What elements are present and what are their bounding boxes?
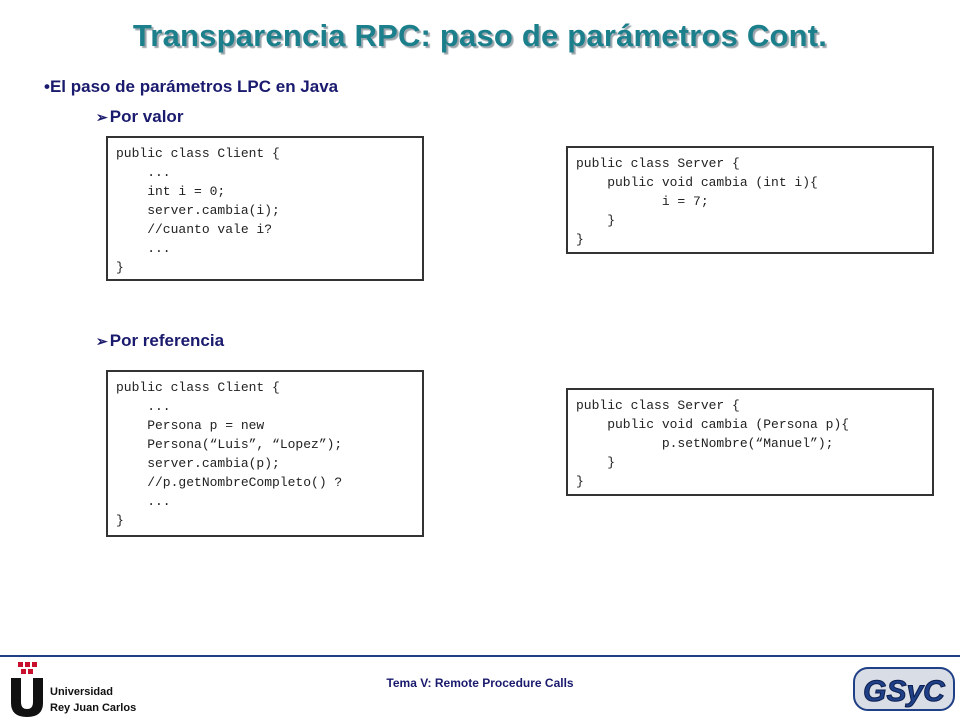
urjc-logo: Universidad Rey Juan Carlos — [11, 662, 136, 717]
server-reference-code: public class Server { public void cambia… — [576, 398, 850, 489]
by-value-heading: ➢Por valor — [96, 107, 183, 127]
slide-title: Transparencia RPC: paso de parámetros Co… — [132, 18, 828, 53]
gsyc-logo: GSyC — [853, 667, 955, 711]
by-value-label: Por valor — [109, 107, 184, 126]
university-name-line2: Rey Juan Carlos — [50, 702, 136, 714]
client-value-code: public class Client { ... int i = 0; ser… — [116, 146, 280, 275]
by-reference-heading: ➢Por referencia — [96, 331, 224, 351]
by-reference-label: Por referencia — [109, 331, 225, 350]
main-bullet: •El paso de parámetros LPC en Java — [44, 77, 339, 96]
server-value-code: public class Server { public void cambia… — [576, 156, 818, 247]
arrow-bullet-icon: ➢ — [96, 109, 108, 125]
client-reference-code: public class Client { ... Persona p = ne… — [116, 380, 343, 528]
university-name-line1: Universidad — [50, 686, 113, 698]
footer-text: Tema V: Remote Procedure Calls — [386, 676, 574, 690]
footer-divider — [0, 655, 960, 657]
server-reference-code-box: public class Server { public void cambia… — [566, 388, 934, 496]
client-value-code-box: public class Client { ... int i = 0; ser… — [106, 136, 424, 281]
arrow-bullet-icon: ➢ — [96, 333, 108, 349]
client-reference-code-box: public class Client { ... Persona p = ne… — [106, 370, 424, 537]
server-value-code-box: public class Server { public void cambia… — [566, 146, 934, 254]
gsyc-logo-text: GSyC — [863, 675, 946, 708]
